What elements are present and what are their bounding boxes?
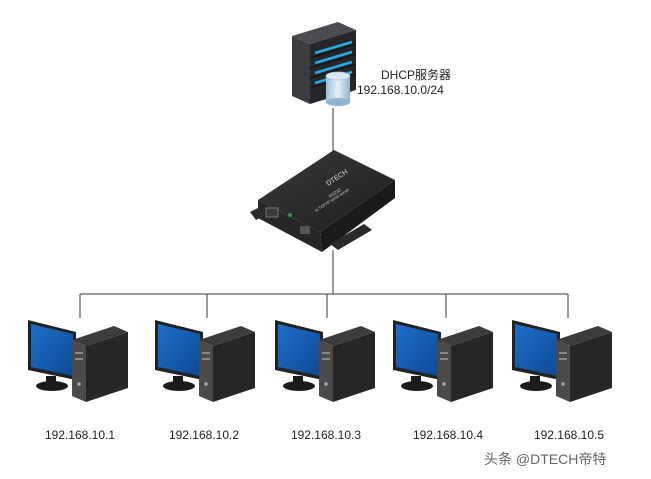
- server-name-label: DHCP服务器: [381, 68, 452, 82]
- client-ip-label-2: 192.168.10.2: [168, 428, 240, 442]
- watermark-label: 头条 @DTECH帝特: [484, 451, 607, 467]
- client-ip-label-4: 192.168.10.4: [412, 428, 484, 442]
- desktop-computer-icon: [512, 320, 612, 402]
- client-pc-3: [275, 320, 375, 402]
- desktop-computer-icon: [155, 320, 255, 402]
- client-pc-5: [512, 320, 612, 402]
- client-ip-label-5: 192.168.10.5: [533, 428, 605, 442]
- client-ip-label-3: 192.168.10.3: [290, 428, 362, 442]
- client-pc-2: [155, 320, 255, 402]
- serial-server-device-icon: DTECH RS232 to TCP/IP serial server: [250, 150, 395, 252]
- client-pc-1: [28, 320, 128, 402]
- server-subnet-label: 192.168.10.0/24: [357, 83, 444, 97]
- server-with-database-icon: [292, 22, 357, 106]
- client-ip-label-1: 192.168.10.1: [44, 428, 116, 442]
- desktop-computer-icon: [28, 320, 128, 402]
- desktop-computer-icon: [275, 320, 375, 402]
- device-model-label: RS232: [328, 187, 343, 199]
- client-pc-4: [393, 320, 493, 402]
- desktop-computer-icon: [393, 320, 493, 402]
